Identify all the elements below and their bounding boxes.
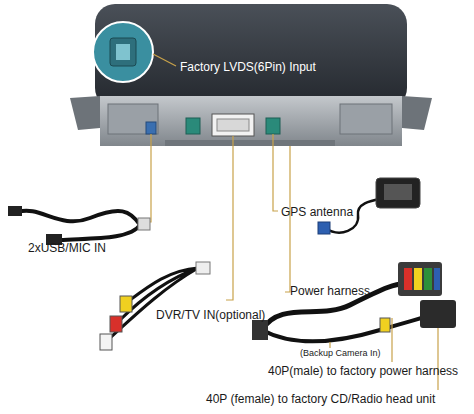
part-label: Power harness [290,284,370,298]
port-label: (Backup Camera In) [300,348,381,359]
part-label: DVR/TV IN(optional) [156,308,265,322]
part-label: 2xUSB/MIC IN [28,241,106,255]
connector-label: 40P (female) to factory CD/Radio head un… [206,392,435,406]
port-label: Factory LVDS(6Pin) Input [180,60,316,74]
part-label: GPS antenna [281,205,353,219]
connector-label: 40P(male) to factory power harness [268,364,458,378]
